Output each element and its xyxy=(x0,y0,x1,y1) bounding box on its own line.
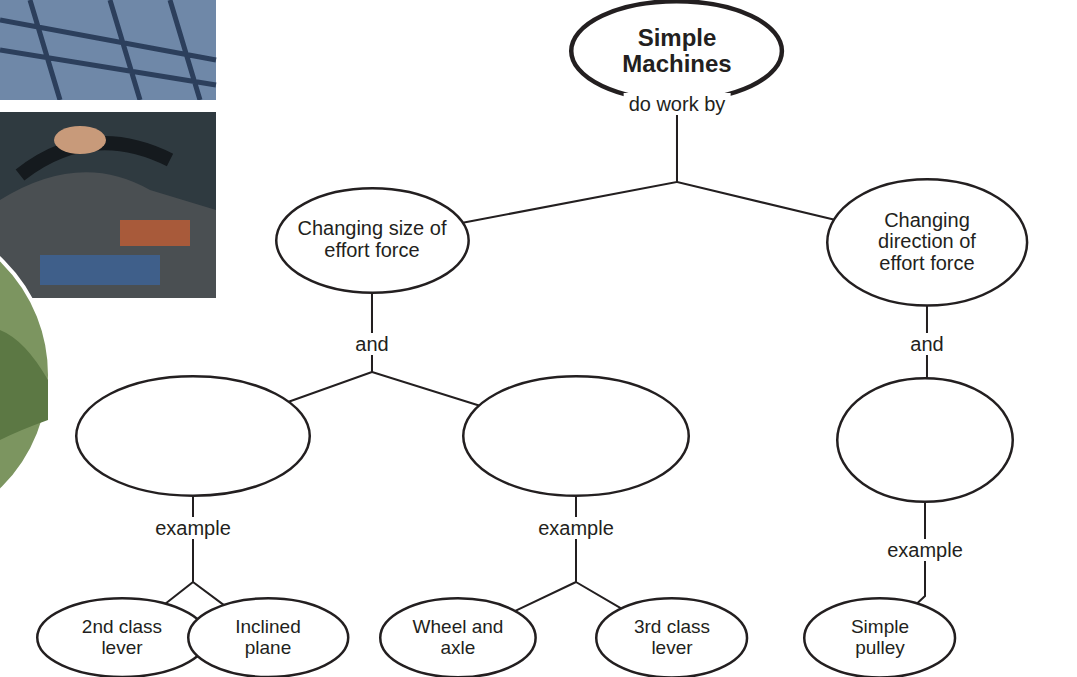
landscape-field xyxy=(0,330,48,440)
connector-line xyxy=(576,496,622,609)
concept-oval: Simple pulley xyxy=(803,597,956,677)
concept-oval: Simple Machines xyxy=(569,0,784,103)
concept-oval xyxy=(75,375,311,497)
connector-line xyxy=(677,101,834,220)
concept-text: Inclined plane xyxy=(217,617,319,658)
connector-line xyxy=(165,496,193,604)
oval-shape xyxy=(572,1,783,100)
oval-text-wrap: Wheel and axle xyxy=(408,617,507,658)
concept-oval: Wheel and axle xyxy=(379,597,537,677)
concept-text: Wheel and axle xyxy=(408,617,507,658)
concept-text: Simple pulley xyxy=(832,617,928,658)
plaid-lines xyxy=(0,0,216,100)
link-phrase: example xyxy=(533,517,619,539)
shirt-sleeve xyxy=(0,0,216,100)
hand xyxy=(54,126,106,154)
concept-oval xyxy=(836,377,1014,503)
oval-shape xyxy=(276,188,468,292)
oval-shape xyxy=(380,599,535,677)
connector-line xyxy=(515,496,576,611)
concept-oval: 3rd class lever xyxy=(595,597,748,677)
concept-text: 3rd class lever xyxy=(624,617,720,658)
control-panel xyxy=(120,220,190,246)
dashboard xyxy=(0,172,216,298)
concept-text: Simple Machines xyxy=(609,25,745,77)
landscape-photo xyxy=(0,215,50,535)
link-phrase: and xyxy=(350,333,393,355)
link-phrase: and xyxy=(905,333,948,355)
concept-oval: Inclined plane xyxy=(187,597,349,677)
concept-text: 2nd class lever xyxy=(67,617,176,658)
oval-text-wrap: Inclined plane xyxy=(217,617,319,658)
oval-text-wrap: Changing size of effort force xyxy=(297,218,446,261)
oval-text-wrap: Simple pulley xyxy=(832,617,928,658)
oval-shape xyxy=(76,376,310,496)
connector-line xyxy=(463,101,677,223)
landscape-disc xyxy=(0,215,50,535)
concept-text: Changing direction of effort force xyxy=(856,210,997,275)
oval-shape xyxy=(805,598,956,677)
concept-oval: Changing direction of effort force xyxy=(826,178,1028,307)
oval-text-wrap: Simple Machines xyxy=(609,25,745,77)
oval-shape xyxy=(837,378,1013,502)
oval-outline xyxy=(75,375,311,497)
driver-photo xyxy=(0,0,216,298)
oval-shape xyxy=(37,599,207,677)
oval-text-wrap: Changing direction of effort force xyxy=(856,210,997,275)
oval-text-wrap: 2nd class lever xyxy=(67,617,176,658)
link-phrase: example xyxy=(882,539,968,561)
oval-outline xyxy=(462,375,690,497)
oval-text-wrap: 3rd class lever xyxy=(624,617,720,658)
link-phrase: example xyxy=(150,517,236,539)
oval-shape xyxy=(463,376,689,496)
oval-shape xyxy=(827,179,1027,305)
photo-gap xyxy=(0,100,216,112)
concept-oval: 2nd class lever xyxy=(36,597,209,677)
oval-shape xyxy=(188,599,348,677)
concept-oval: Changing size of effort force xyxy=(275,187,470,294)
link-phrase: do work by xyxy=(624,93,731,115)
concept-oval xyxy=(462,375,690,497)
oval-shape xyxy=(597,598,748,677)
seat xyxy=(40,255,160,285)
connector-line xyxy=(193,496,224,605)
cab-interior xyxy=(0,112,216,298)
photo-ground xyxy=(0,0,216,298)
oval-outline xyxy=(836,377,1014,503)
concept-text: Changing size of effort force xyxy=(297,218,446,261)
